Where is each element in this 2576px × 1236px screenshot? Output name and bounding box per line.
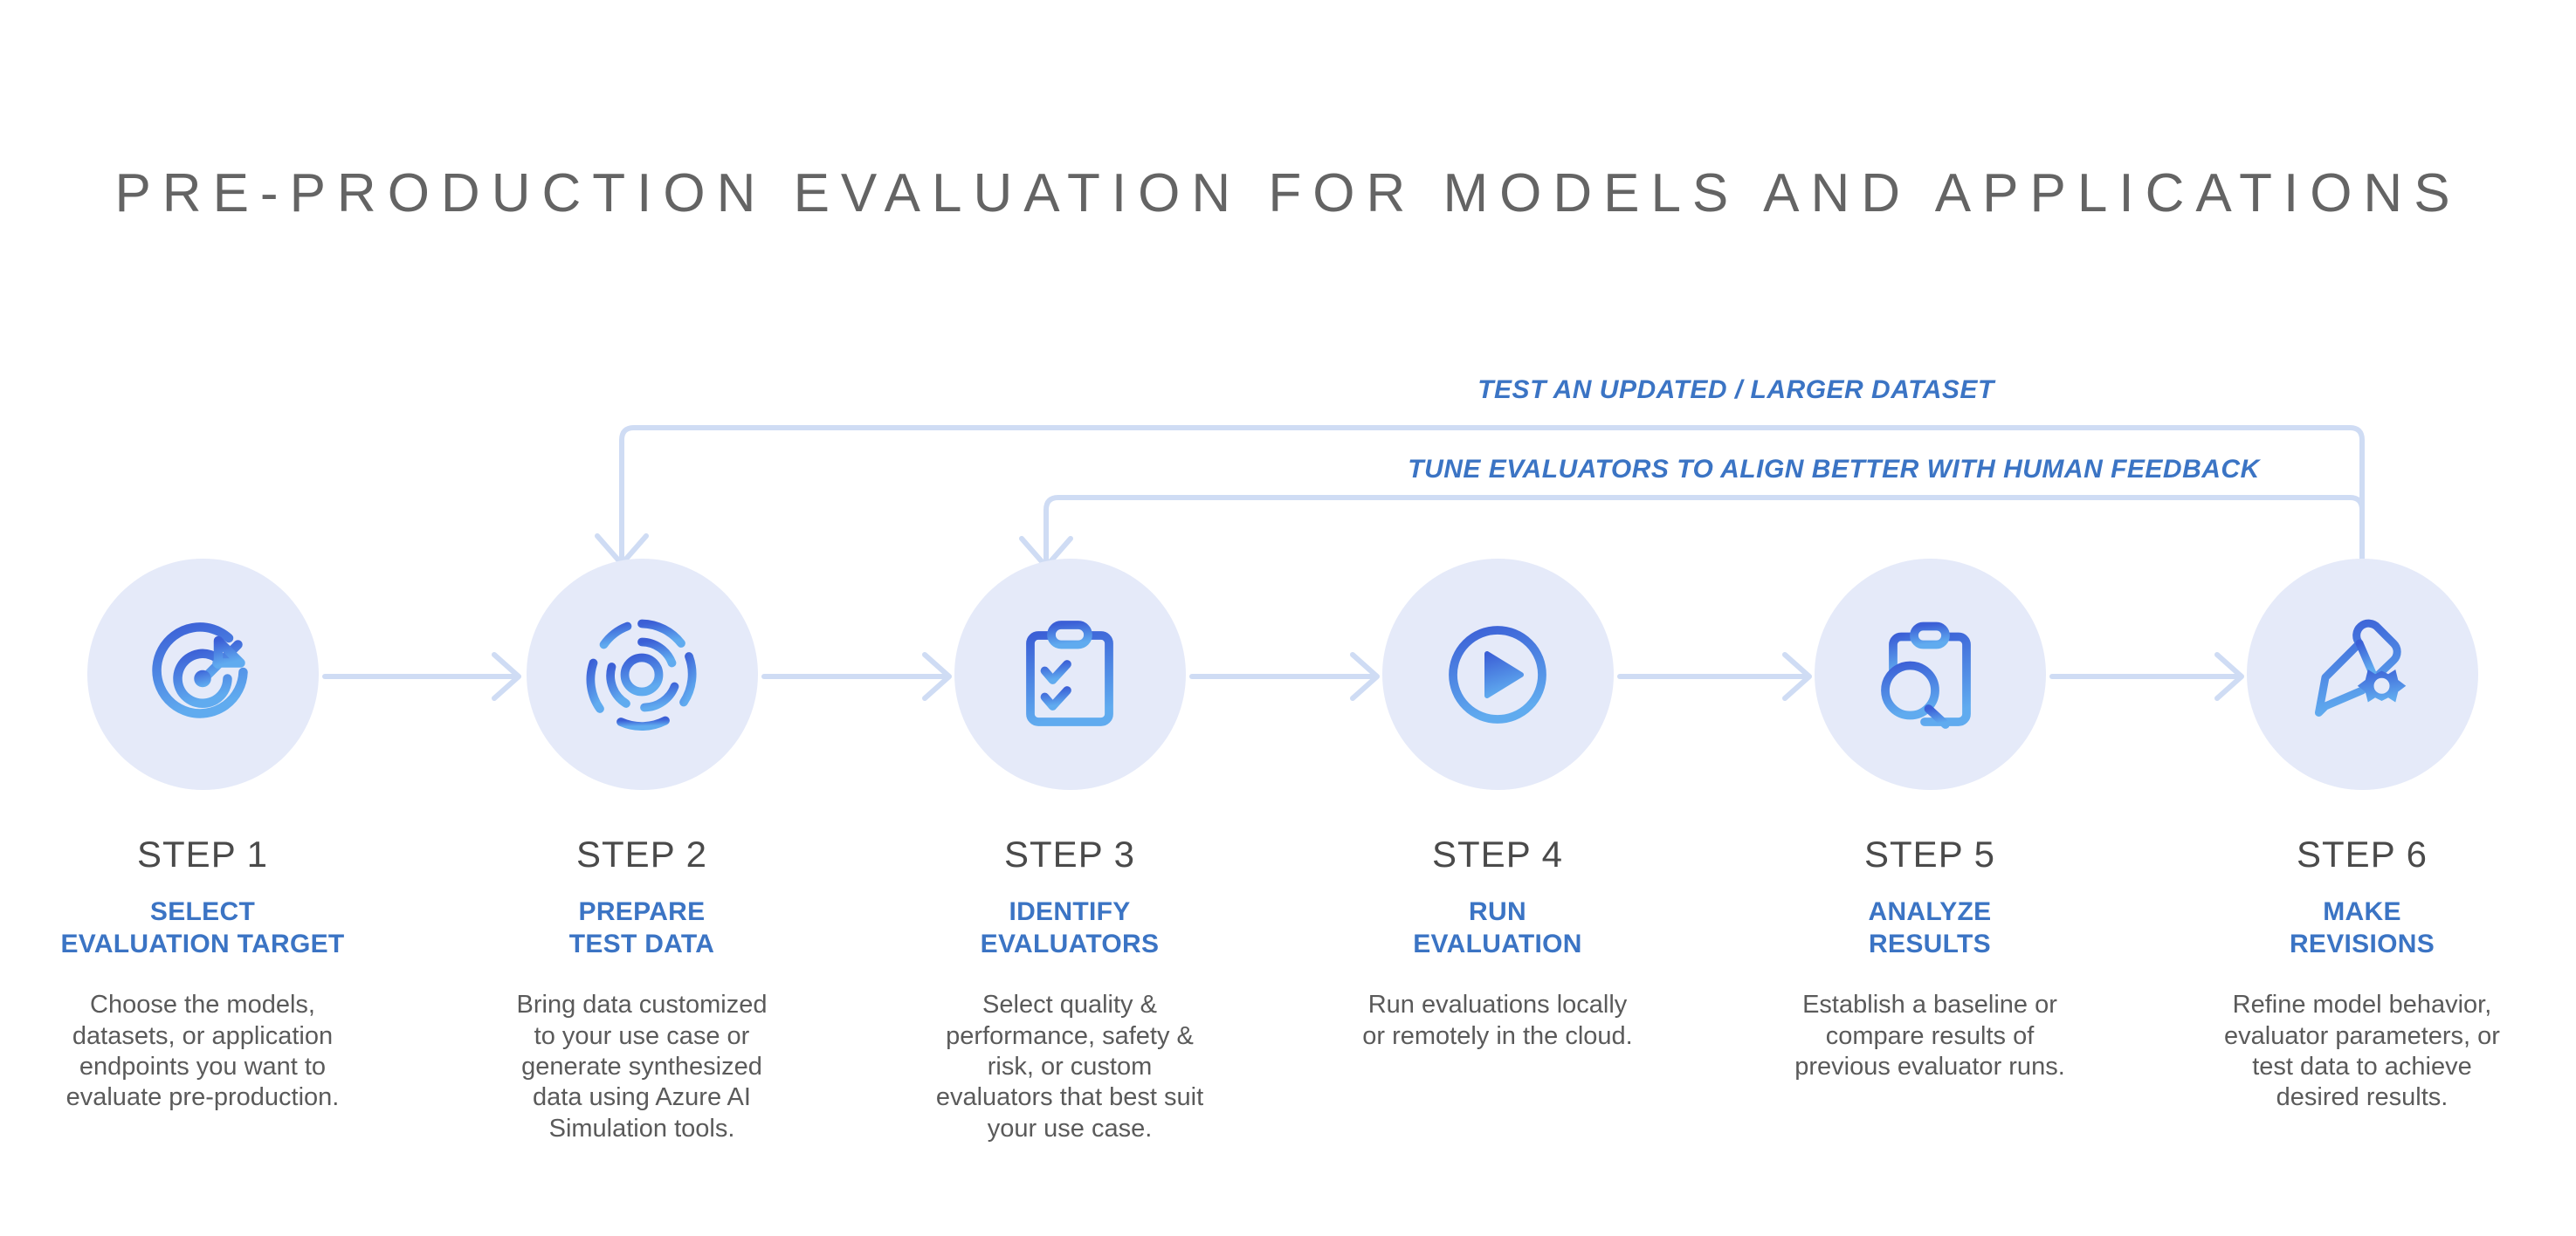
step-5-number: STEP 5 <box>1864 834 1995 875</box>
step-1-icon-circle <box>86 559 319 790</box>
step-3-description: Select quality & performance, safety & r… <box>935 991 1204 1143</box>
step-6-number: STEP 6 <box>2297 834 2428 875</box>
step-1-headline-line-1: SELECT <box>149 897 256 927</box>
step-3[interactable]: STEP 3 IDENTIFY EVALUATORS Select qualit… <box>864 559 1275 1144</box>
step-5[interactable]: STEP 5 ANALYZE RESULTS Establish a basel… <box>1725 559 2135 1082</box>
step-3-headline: IDENTIFY EVALUATORS <box>864 896 1275 960</box>
loop-path-dataset <box>619 425 2365 566</box>
step-2-headline-line-1: PREPARE <box>578 897 706 927</box>
step-6-headline-line-1: MAKE <box>2323 897 2401 927</box>
step-5-headline-line-2: RESULTS <box>1869 929 1991 958</box>
step-1-number: STEP 1 <box>137 834 268 875</box>
step-5-headline-line-1: ANALYZE <box>1868 897 1992 927</box>
step-3-icon-circle <box>954 559 1186 790</box>
step-3-headline-line-2: EVALUATORS <box>980 929 1160 958</box>
step-3-number: STEP 3 <box>1004 834 1135 875</box>
step-4-number: STEP 4 <box>1432 834 1563 875</box>
pencil-gear-icon <box>2297 609 2428 740</box>
step-2-headline: PREPARE TEST DATA <box>437 896 847 960</box>
clipboard-search-icon <box>1864 609 1995 740</box>
step-6-icon-circle <box>2246 559 2478 790</box>
step-2-icon-circle <box>526 559 758 790</box>
step-6[interactable]: STEP 6 MAKE REVISIONS Refine model behav… <box>2157 559 2567 1114</box>
step-4-headline-line-2: EVALUATION <box>1413 929 1582 958</box>
step-6-description: Refine model behavior, evaluator paramet… <box>2224 991 2500 1112</box>
clipboard-checklist-icon <box>1004 609 1135 740</box>
step-1-headline: SELECT EVALUATION TARGET <box>0 896 408 960</box>
step-6-headline-line-2: REVISIONS <box>2289 929 2435 958</box>
step-4-headline-line-1: RUN <box>1469 897 1526 927</box>
step-2-number: STEP 2 <box>576 834 707 875</box>
play-circle-icon <box>1432 609 1563 740</box>
step-3-headline-line-1: IDENTIFY <box>1009 897 1131 927</box>
step-1[interactable]: STEP 1 SELECT EVALUATION TARGET Choose t… <box>0 559 408 1114</box>
feedback-loop-label-tune: TUNE EVALUATORS TO ALIGN BETTER WITH HUM… <box>1408 455 2260 484</box>
target-arrow-icon <box>137 609 268 740</box>
step-2-description: Bring data customized to your use case o… <box>516 991 768 1143</box>
loop-path-tune <box>1043 495 2365 568</box>
step-2[interactable]: STEP 2 PREPARE TEST DATA Bring data cust… <box>437 559 847 1144</box>
step-4-icon-circle <box>1381 559 1614 790</box>
step-5-icon-circle <box>1814 559 2046 790</box>
step-4-headline: RUN EVALUATION <box>1292 896 1703 960</box>
step-4[interactable]: STEP 4 RUN EVALUATION Run evaluations lo… <box>1292 559 1703 1052</box>
step-1-headline-line-2: EVALUATION TARGET <box>60 929 345 958</box>
step-5-headline: ANALYZE RESULTS <box>1725 896 2135 960</box>
step-6-headline: MAKE REVISIONS <box>2157 896 2567 960</box>
step-5-description: Establish a baseline or compare results … <box>1794 991 2065 1082</box>
page-title: PRE-PRODUCTION EVALUATION FOR MODELS AND… <box>114 163 2462 223</box>
step-4-description: Run evaluations locally or remotely in t… <box>1362 991 1633 1050</box>
step-2-headline-line-2: TEST DATA <box>568 929 715 958</box>
radar-rings-icon <box>576 609 707 740</box>
step-1-description: Choose the models, datasets, or applicat… <box>65 991 340 1112</box>
feedback-loop-label-dataset: TEST AN UPDATED / LARGER DATASET <box>1477 375 1994 404</box>
